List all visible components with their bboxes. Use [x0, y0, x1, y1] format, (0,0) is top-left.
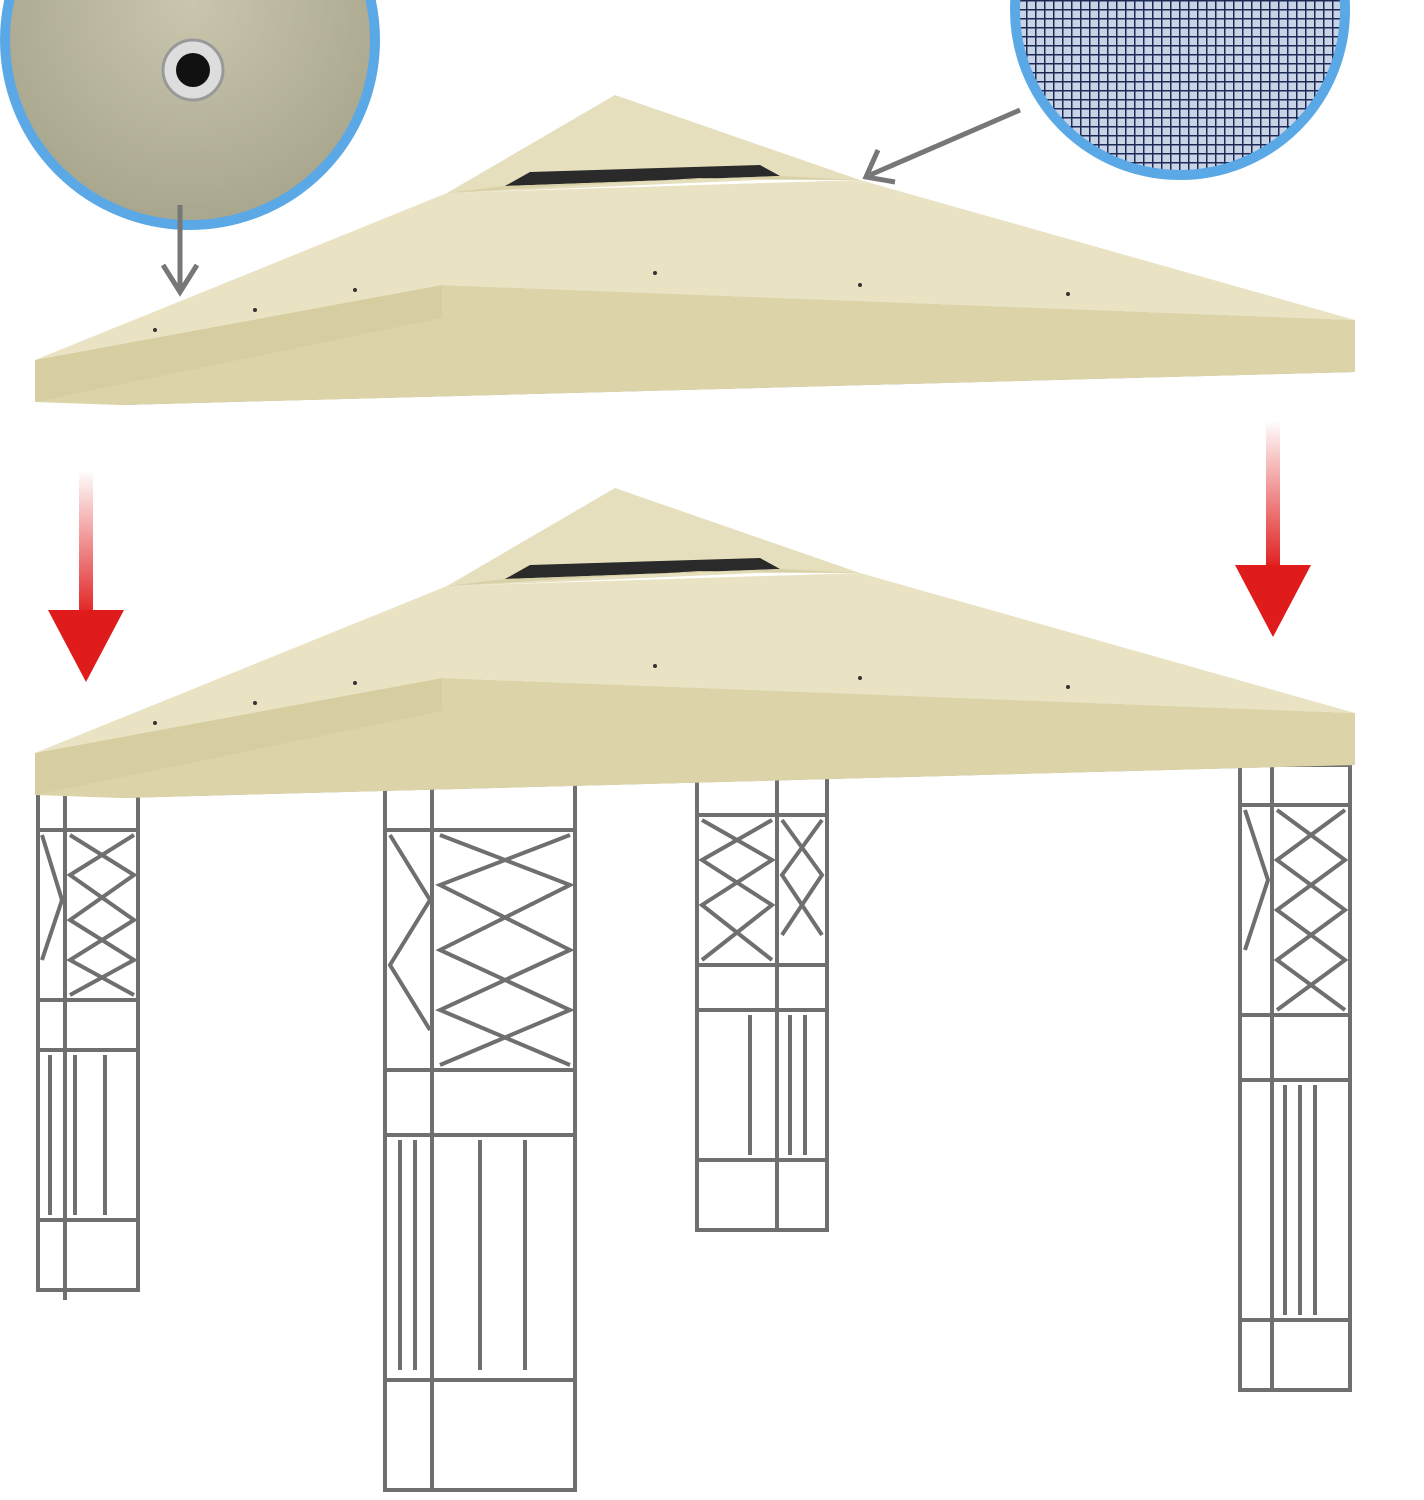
red-arrow-right — [1235, 420, 1311, 637]
grey-arrow-left — [160, 205, 200, 297]
grommet-detail-inset — [0, 0, 380, 230]
canopy-installed — [35, 488, 1355, 798]
gazebo-frame — [36, 753, 1352, 1492]
mesh-detail-inset — [1010, 0, 1350, 180]
grey-arrow-right — [862, 107, 1021, 185]
red-arrow-left — [48, 470, 124, 682]
